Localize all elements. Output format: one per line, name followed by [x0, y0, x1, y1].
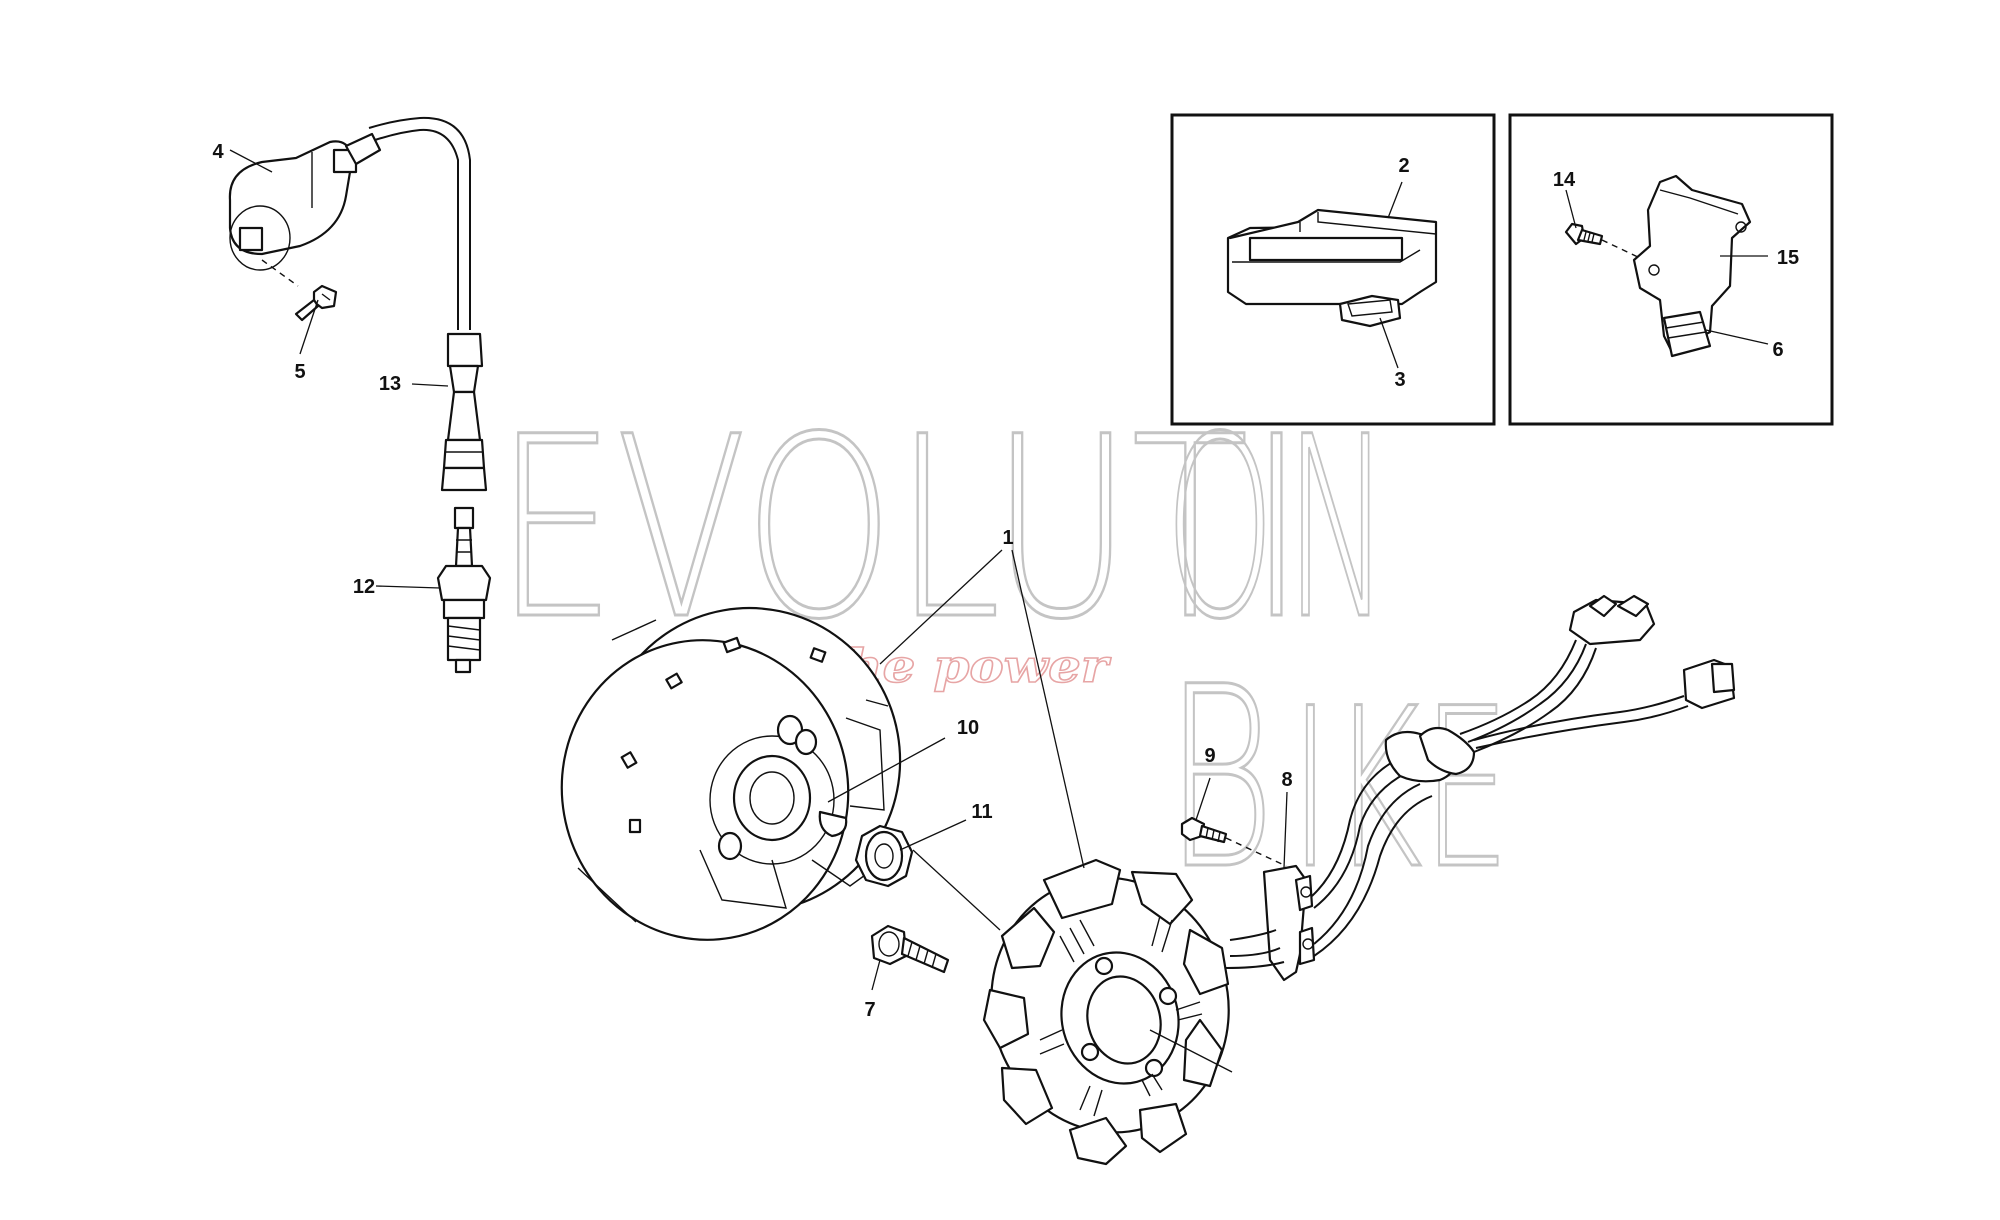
watermark-word-ike: IKE	[1290, 661, 1510, 917]
callout-4: 4	[212, 141, 224, 163]
harness-connector-main	[1568, 594, 1656, 646]
callout-3: 3	[1394, 369, 1405, 391]
callout-13: 13	[379, 373, 401, 395]
inset-frame-ecu	[1170, 113, 1496, 426]
callout-12: 12	[353, 576, 375, 598]
inset-frame-regulator	[1508, 113, 1834, 426]
ht-lead-wire-outer	[368, 116, 471, 330]
callout-14: 14	[1553, 169, 1576, 191]
callout-11: 11	[971, 801, 992, 823]
callouts: 1 2 3 4 5 6 7 8 9 10 11 12 13 14 15	[212, 141, 1799, 1021]
voltage-regulator	[1632, 174, 1752, 358]
callout-15: 15	[1777, 247, 1799, 269]
callout-1: 1	[1002, 527, 1013, 549]
callout-2: 2	[1398, 155, 1409, 177]
ht-lead-wire	[374, 128, 459, 330]
leader-lines	[229, 149, 1769, 1073]
coil-mounting-screw	[294, 284, 338, 322]
callout-5: 5	[294, 361, 305, 383]
callout-10: 10	[957, 717, 979, 739]
ignition-coil	[228, 132, 382, 271]
watermark-letter-o: O	[1165, 383, 1275, 674]
pickup-sensor	[1262, 864, 1316, 982]
ecu-unit	[1226, 208, 1438, 328]
pickup-screw	[1180, 816, 1287, 867]
flywheel-rotor	[560, 606, 902, 941]
stator	[982, 858, 1230, 1166]
flywheel-nut	[854, 824, 914, 888]
spark-plug-cap	[440, 332, 488, 492]
watermark-word-evoluti: EVOLUTI	[495, 383, 1305, 674]
spark-plug	[436, 506, 492, 674]
callout-8: 8	[1281, 769, 1292, 791]
mounting-screw-regulator	[1564, 222, 1641, 259]
stator-mounting-bolt	[870, 924, 950, 974]
wiring-harness	[1225, 639, 1689, 969]
watermark-letter-b: B	[1165, 633, 1275, 924]
watermark-letter-n: N	[1285, 383, 1390, 674]
callout-9: 9	[1204, 745, 1215, 767]
coil-screw-axis	[261, 259, 299, 287]
callout-6: 6	[1772, 339, 1783, 361]
watermark: EVOLUTI O N B IKE ride the power	[494, 382, 1512, 926]
harness-connector-secondary	[1682, 658, 1736, 710]
callout-7: 7	[864, 999, 875, 1021]
